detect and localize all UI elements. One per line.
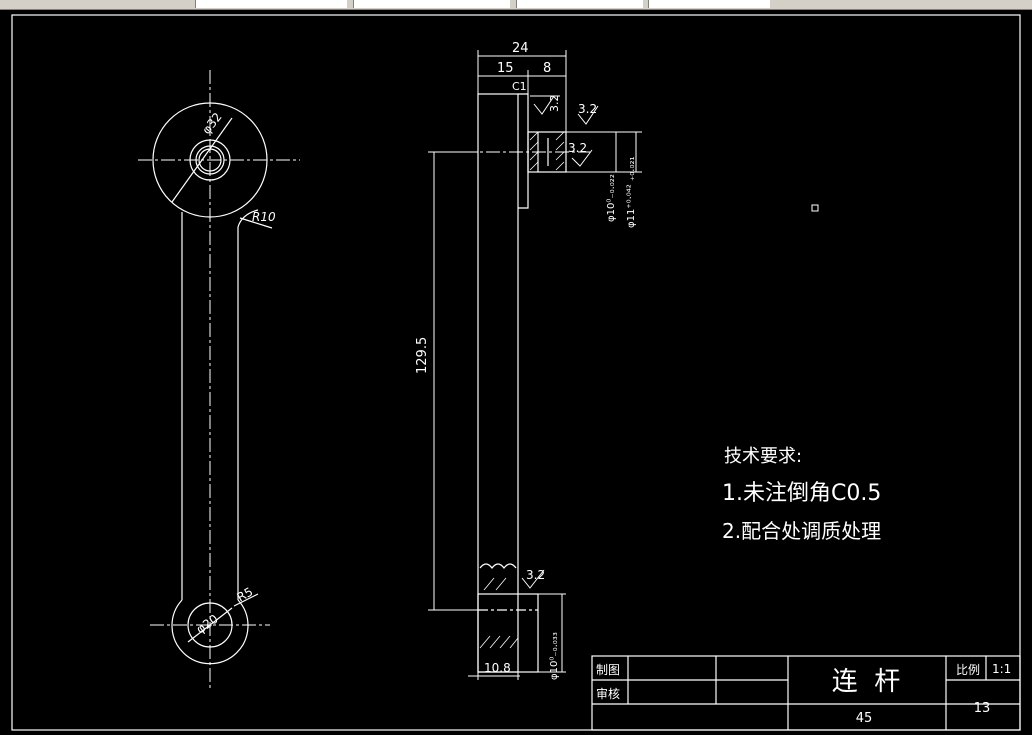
title-checked-label: 审核: [596, 686, 620, 701]
title-drawn-label: 制图: [596, 663, 620, 677]
cad-drawing-canvas[interactable]: φ32 φ20 R10 R5 24 15 8 C1: [0, 9, 1032, 735]
side-knurl: [479, 563, 517, 569]
title-block: [591, 655, 1021, 731]
notes-heading: 技术要求:: [724, 446, 802, 467]
side-hatch: [479, 131, 565, 649]
roughness-a: 3.2: [548, 95, 561, 113]
front-view-centerlines: [138, 70, 300, 690]
side-boss-outline: [518, 93, 529, 209]
title-scale-value: 1:1: [992, 662, 1011, 676]
bore-tol-b: φ11⁺⁰·⁰⁴² ₊₀.₀₂₁: [626, 157, 637, 228]
side-body: [477, 93, 519, 673]
title-part-name: 连 杆: [832, 667, 901, 697]
dim-8: 8: [543, 61, 551, 76]
dim-24: 24: [512, 41, 529, 56]
length-dimension: [428, 151, 478, 611]
roughness-b: 3.2: [578, 102, 597, 116]
drawing-border: [11, 14, 1021, 731]
title-sheet-no: 13: [974, 701, 991, 716]
dim-r5-leader: [233, 593, 259, 607]
layer-dropdown[interactable]: [195, 0, 347, 8]
front-view: [152, 102, 273, 665]
dim-15: 15: [497, 61, 514, 76]
r5-label: R5: [235, 584, 256, 604]
top-dimensions: [477, 50, 567, 132]
bore-tol-bottom: φ10⁰₋₀.₀₃₃: [549, 632, 560, 680]
notes-line-2: 2.配合处调质处理: [722, 519, 881, 543]
side-small-end: [477, 593, 539, 673]
small-end-dimensions: [468, 593, 566, 680]
side-view: [477, 93, 567, 673]
bore-tol-a: φ10⁰₋₀.₀₂₂: [606, 174, 617, 222]
title-material: 45: [856, 711, 873, 726]
fillet-r10: [237, 209, 259, 228]
color-dropdown[interactable]: [353, 0, 510, 8]
chamfer-c1: C1: [512, 80, 527, 93]
dim-r10-leader: [239, 217, 273, 229]
hub-dimensions: [566, 131, 642, 173]
r10-label: R10: [252, 210, 276, 224]
phi20-label: φ20: [194, 612, 221, 637]
title-scale-label: 比例: [956, 663, 980, 677]
roughness-c: 3.2: [568, 141, 587, 155]
dim-10-8: 10.8: [484, 661, 511, 675]
roughness-symbols: [521, 95, 599, 589]
roughness-d: 3.2: [526, 568, 545, 582]
notes-line-1: 1.未注倒角C0.5: [722, 481, 881, 506]
cursor-pickbox: [811, 204, 819, 212]
dim-129-5: 129.5: [415, 337, 430, 374]
linetype-dropdown[interactable]: [516, 0, 643, 8]
lineweight-dropdown[interactable]: [648, 0, 770, 8]
cad-toolbar-strip: [0, 0, 1032, 10]
